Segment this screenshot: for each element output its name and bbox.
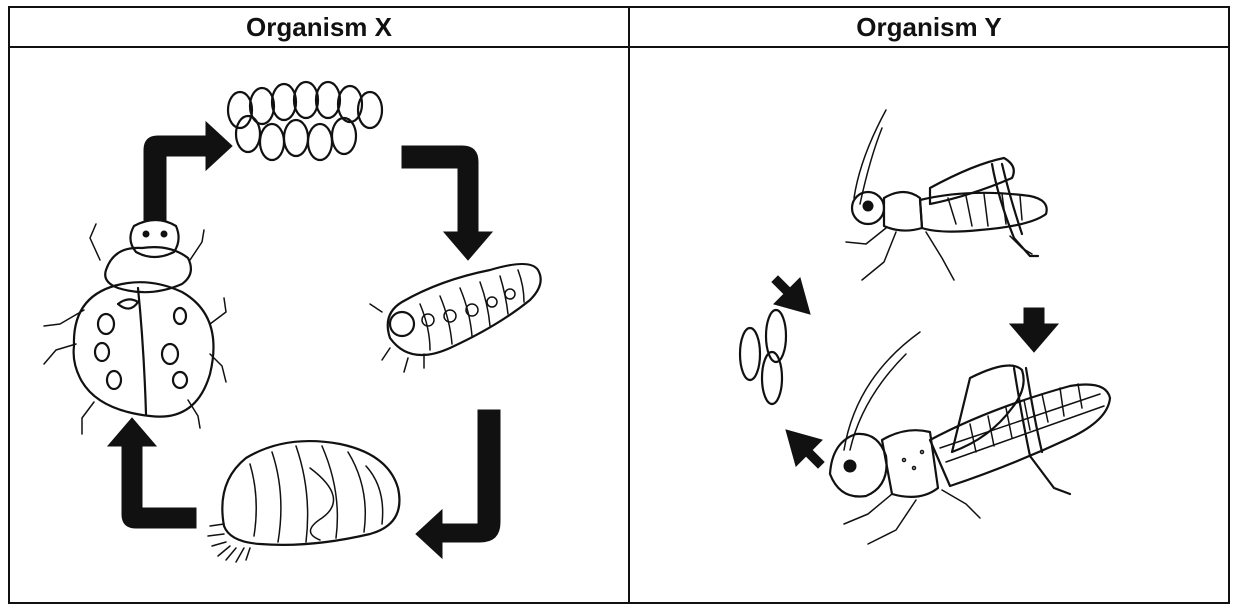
arrow-icon-eggs-to-nymph <box>772 276 810 314</box>
table-header-row: Organism X Organism Y <box>10 8 1228 48</box>
arrow-icon-adult-to-egg <box>144 122 232 220</box>
arrow-icon-adult-to-eggs <box>786 430 824 468</box>
organism-x-life-cycle <box>10 48 628 602</box>
life-cycle-table: Organism X Organism Y <box>8 6 1230 604</box>
organism-y-life-cycle <box>630 48 1228 602</box>
column-header-organism-y: Organism Y <box>630 8 1228 46</box>
pupa-illustration <box>208 441 399 562</box>
arrow-icon-larva-to-pupa <box>416 410 500 558</box>
arrow-icon-pupa-to-adult <box>108 418 196 528</box>
ladybug-adult-illustration <box>44 220 226 434</box>
arrow-icon-nymph-to-adult <box>1010 308 1058 352</box>
arrow-icon-egg-to-larva <box>402 146 492 260</box>
column-header-organism-x: Organism X <box>10 8 628 46</box>
larva-illustration <box>370 264 541 372</box>
eggs-illustration <box>740 310 786 404</box>
nymph-illustration <box>846 110 1047 280</box>
egg-cluster-illustration <box>228 82 382 160</box>
adult-grasshopper-illustration <box>830 332 1110 544</box>
